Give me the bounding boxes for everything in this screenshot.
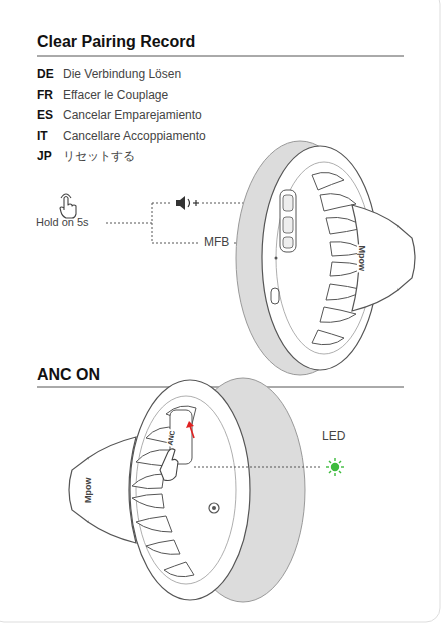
language-text: Cancellare Accoppiamento (63, 130, 206, 144)
indicator-label: LED (322, 430, 345, 444)
brand-logo: Mpow (357, 244, 367, 272)
language-code: ES (37, 109, 53, 123)
button-label: MFB (204, 236, 229, 250)
language-code: IT (37, 130, 48, 144)
language-text: Effacer le Couplage (63, 89, 168, 103)
hand-icon (160, 449, 178, 481)
headphone-earcup (69, 378, 305, 602)
volume-up-icon (176, 196, 199, 210)
language-text: Cancelar Emparejamiento (63, 109, 202, 123)
section-heading: ANC ON (37, 366, 100, 384)
slide-arrow (186, 421, 194, 438)
section-heading: Clear Pairing Record (37, 33, 195, 51)
switch-label: ANC (167, 429, 178, 447)
language-code: FR (37, 89, 53, 103)
language-code: JP (37, 150, 52, 164)
hand-icon (60, 194, 76, 218)
headphone-earcup (236, 141, 415, 375)
brand-logo: Mpow (83, 476, 93, 504)
language-text: リセットする (63, 150, 135, 164)
led-indicator (326, 458, 344, 476)
heading-rule (37, 56, 404, 57)
language-code: DE (37, 68, 54, 82)
leader-line (194, 467, 322, 468)
language-text: Die Verbindung Lösen (63, 68, 181, 82)
instruction-label: Hold on 5s (36, 216, 89, 229)
